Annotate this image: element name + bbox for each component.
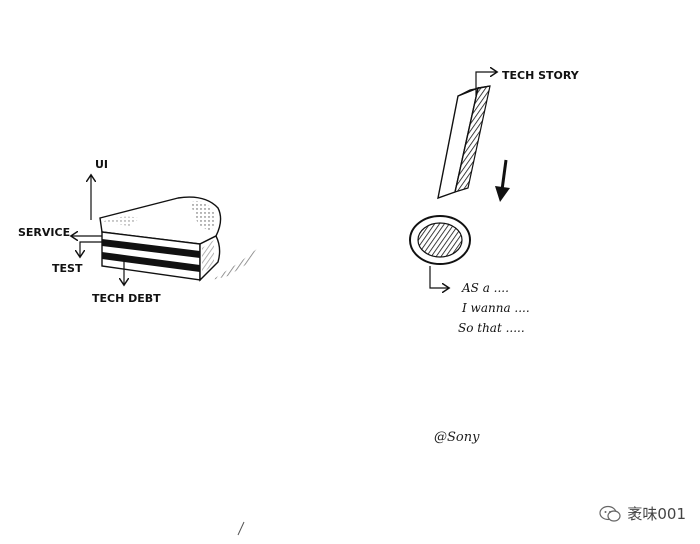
watermark-text: 袤味001 xyxy=(627,505,686,523)
story-line-2: I wanna .... xyxy=(461,301,530,315)
label-service: SERVICE xyxy=(18,226,70,239)
stray-mark xyxy=(237,521,245,536)
label-test: TEST xyxy=(52,262,83,275)
falling-arrow xyxy=(495,159,510,202)
watermark: 袤味001 xyxy=(599,503,686,524)
coin-hole xyxy=(409,215,471,265)
story-lines-arrow xyxy=(429,266,448,288)
story-title-arrow xyxy=(475,72,496,96)
story-bar xyxy=(437,85,491,200)
label-tech-debt: TECH DEBT xyxy=(92,292,161,305)
story-title: TECH STORY xyxy=(502,69,580,82)
story-line-3: So that ..... xyxy=(458,321,525,335)
story-line-1: AS a .... xyxy=(461,281,509,295)
test-arrow xyxy=(80,241,104,256)
cake-arrows xyxy=(72,176,124,284)
label-ui: UI xyxy=(95,158,108,171)
wechat-icon xyxy=(599,505,621,522)
cake-slice xyxy=(99,196,258,282)
signature: @Sony xyxy=(434,430,480,445)
